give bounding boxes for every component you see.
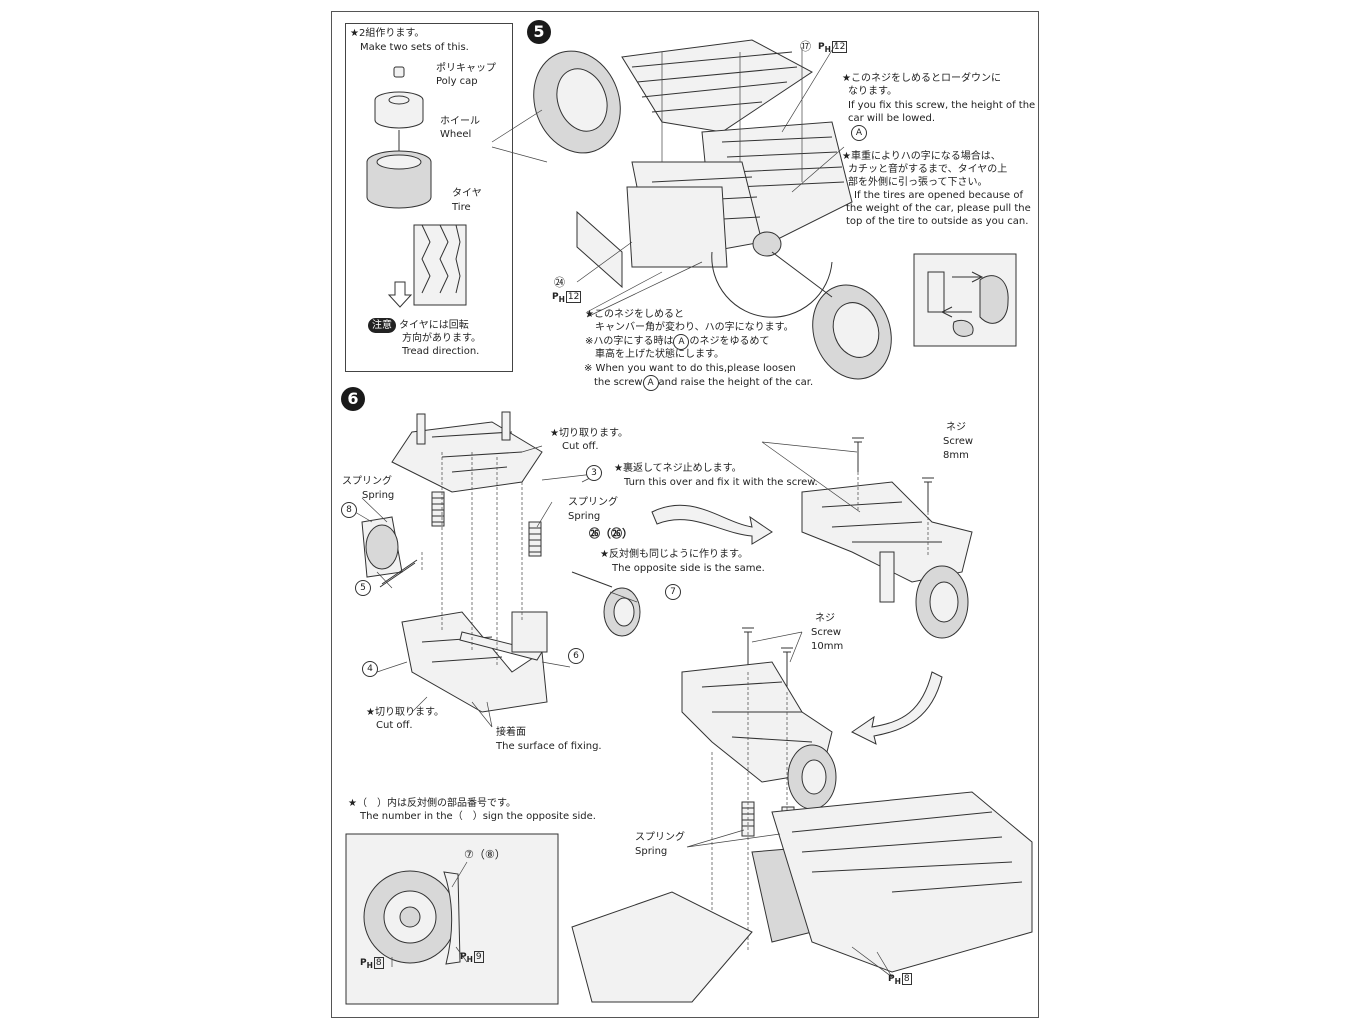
note2-en-1: If the tires are opened because of [854, 190, 1023, 201]
fix-surface-jp: 接着面 [496, 727, 526, 738]
ph-box: 8 [901, 973, 912, 985]
ph-sub: H [558, 294, 565, 304]
tire-assembly-box [345, 23, 513, 372]
tread-jp-2: 方向があります。 [402, 333, 481, 344]
bracket-note-en: The number in the（ ）sign the opposite si… [360, 811, 596, 822]
part-5: 5 [355, 580, 371, 596]
part-17-label: ⑰ [800, 40, 811, 53]
part-3: 3 [586, 465, 602, 481]
part-4: 4 [362, 661, 378, 677]
part-8: 8 [341, 502, 357, 518]
screw-8-size: 8mm [943, 450, 969, 461]
ph-box: 12 [565, 291, 582, 303]
note3-jp-3: ※ハの字にする時は [585, 336, 674, 347]
note1-jp-1: ★このネジをしめるとローダウンに [842, 73, 1001, 84]
note2-jp-2: カチッと音がするまで、タイヤの上 [848, 164, 1008, 175]
turn-over-en: Turn this over and fix it with the screw… [624, 477, 818, 488]
part-7: 7 [665, 584, 681, 600]
note3-en-2b: and raise the height of the car. [658, 377, 814, 388]
marker-a-inline-en: A [642, 375, 659, 391]
ph-sub: H [366, 960, 373, 970]
part-17-number: ⑰ [800, 40, 811, 53]
spring-bottom-en: Spring [635, 846, 668, 857]
ph-letter: P [818, 42, 825, 52]
bracket-note-jp: ★（ ）内は反対側の部品番号です。 [348, 798, 516, 809]
instruction-sheet: ★2組作ります。 Make two sets of this. ポリキャップ P… [331, 11, 1039, 1018]
cut-off-jp-1: ★切り取ります。 [550, 428, 628, 439]
spring-left-jp: スプリング [342, 476, 392, 487]
caution-badge: 注意 [368, 318, 396, 333]
screw-10-en: Screw [811, 627, 842, 638]
ph-sub: H [466, 954, 473, 964]
note3-jp-4: 車高を上げた状態にします。 [595, 349, 724, 360]
note1-en-1: If you fix this screw, the height of the [848, 100, 1036, 111]
ph-letter: P [360, 958, 367, 968]
note2-jp-1: ★車重によりハの字になる場合は、 [842, 151, 1001, 162]
ph-sub: H [894, 976, 901, 986]
tread-jp-1: タイヤには回転 [399, 320, 469, 331]
ph-letter: P [552, 292, 559, 302]
ph-box: 8 [373, 957, 384, 969]
part-24-label: ㉔ [554, 276, 565, 289]
turn-over-jp: ★裏返してネジ止めします。 [614, 463, 742, 474]
ph-box: 9 [473, 951, 484, 963]
make-two-en: Make two sets of this. [360, 42, 469, 53]
ph-letter: P [460, 952, 467, 962]
cut-off-en-1: Cut off. [562, 441, 599, 452]
cut-off-en-2: Cut off. [376, 720, 413, 731]
tire-label-jp: タイヤ [452, 188, 482, 199]
ph-sub: H [824, 44, 831, 54]
assembly-drawing [345, 39, 1033, 1005]
screw-8-jp: ネジ [946, 422, 966, 433]
note2-jp-3: 部を外側に引っ張って下さい。 [848, 177, 988, 188]
marker-a: A [851, 125, 867, 141]
marker-a-inline: A [673, 334, 690, 350]
brake-part-label: ⑦（⑧） [464, 848, 506, 861]
opposite-en: The opposite side is the same. [612, 563, 765, 574]
screw-10-size: 10mm [811, 641, 844, 652]
make-two-jp: ★2組作ります。 [350, 28, 425, 39]
ph-letter: P [888, 974, 895, 984]
part-6: 6 [568, 648, 584, 664]
note3-en-2: the screw [594, 377, 643, 388]
wheel-label-en: Wheel [440, 129, 472, 140]
step-6-number: 6 [341, 387, 365, 411]
note1-en-2: car will be lowed. [848, 113, 936, 124]
opposite-jp: ★反対側も同じように作ります。 [600, 549, 748, 560]
note2-en-3: top of the tire to outside as you can. [846, 216, 1029, 227]
spring-bottom-jp: スプリング [635, 832, 685, 843]
spring-mid-jp: スプリング [568, 497, 618, 508]
note3-jp-2: キャンバー角が変わり、ハの字になります。 [595, 322, 794, 333]
spring-mid-en: Spring [568, 511, 601, 522]
spring-left-en: Spring [362, 490, 395, 501]
fix-surface-en: The surface of fixing. [496, 741, 602, 752]
tread-en: Tread direction. [402, 346, 480, 357]
polycap-label-jp: ポリキャップ [436, 63, 496, 74]
ph-box: 12 [831, 41, 848, 53]
step-5-number: 5 [527, 20, 551, 44]
note2-en-2: the weight of the car, please pull the [846, 203, 1031, 214]
note3-en-1: ※ When you want to do this,please loosen [584, 363, 796, 374]
note3-jp-3b: のネジをゆるめて [689, 336, 770, 347]
wheel-label-jp: ホイール [440, 116, 480, 127]
polycap-label-en: Poly cap [436, 76, 478, 87]
note3-jp-1: ★このネジをしめると [585, 309, 684, 320]
tread-note: 注意タイヤには回転 [368, 318, 469, 333]
cut-off-jp-2: ★切り取ります。 [366, 707, 444, 718]
note1-jp-2: なります。 [848, 86, 897, 97]
screw-8-en: Screw [943, 436, 974, 447]
screw-10-jp: ネジ [815, 613, 835, 624]
tire-label-en: Tire [452, 202, 471, 213]
part-26: ㉖（㉖） [589, 527, 633, 540]
